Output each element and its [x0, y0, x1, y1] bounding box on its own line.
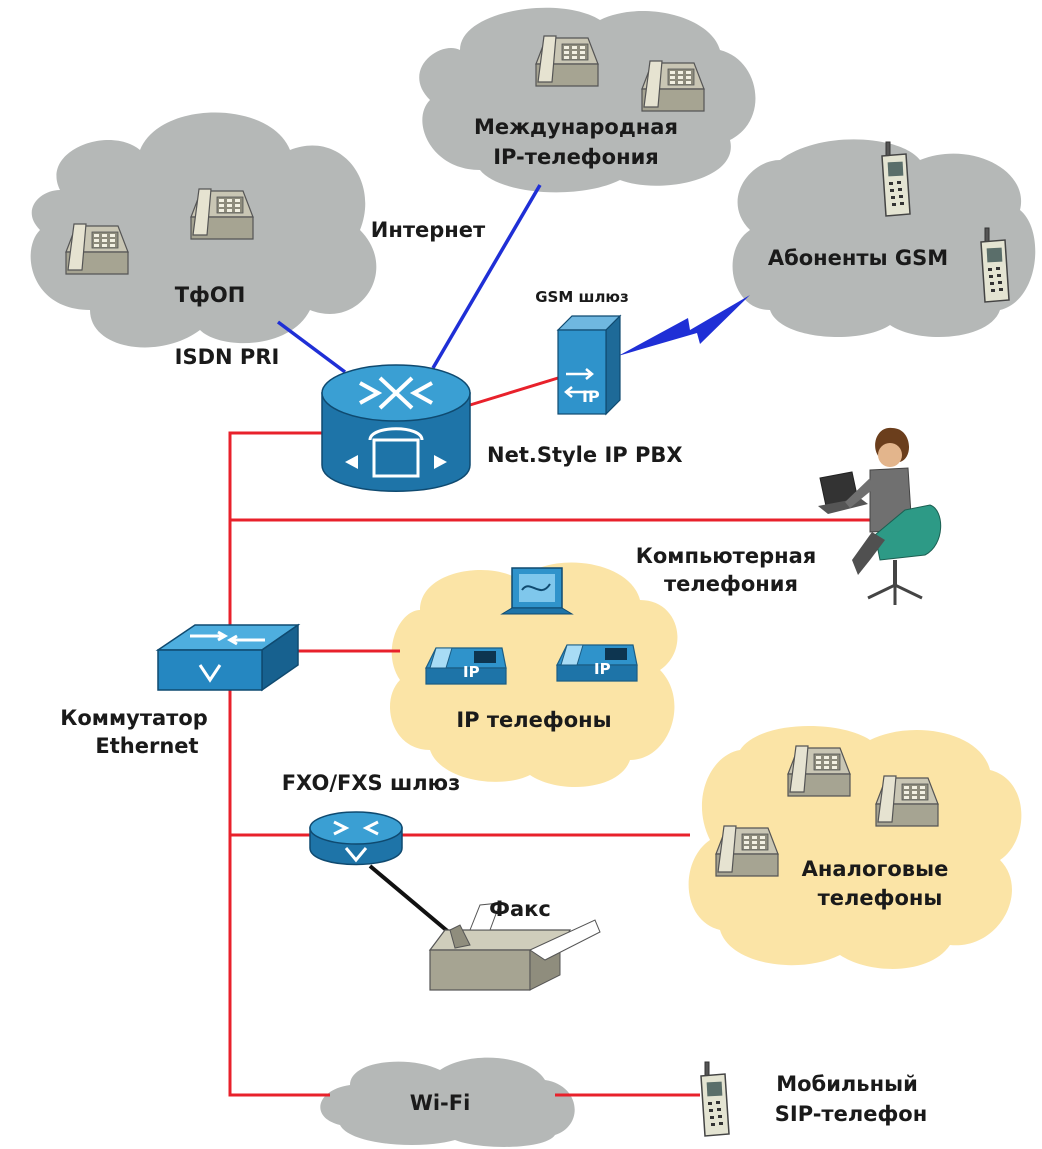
analog-phone-icon [787, 745, 851, 797]
intl-phone-icon [535, 35, 599, 87]
analog-phones-label-2: телефоны [818, 886, 943, 910]
pstn-label: ТфОП [175, 283, 246, 307]
sip-mobile-icon [700, 1061, 730, 1137]
ip-pbx-router-icon [321, 364, 471, 492]
analog-phone-icon [715, 825, 779, 877]
gsm-radio-link [618, 295, 750, 356]
wifi-cloud [320, 1057, 575, 1147]
pc-monitor-icon [500, 567, 574, 615]
mobile-sip-phone-label-2: SIP-телефон [775, 1102, 928, 1126]
analog-phone-icon [875, 775, 939, 827]
wifi-label: Wi-Fi [410, 1091, 471, 1115]
gsm-gateway-icon: IP [556, 314, 622, 416]
ip-phones-label: IP телефоны [456, 708, 611, 732]
fax-label: Факс [489, 897, 551, 921]
isdn-pri-label: ISDN PRI [175, 345, 280, 369]
international-ip-telephony-label-2: IP-телефония [493, 145, 659, 169]
gsm-cloud [732, 139, 1036, 337]
intl-cloud [419, 7, 756, 193]
analog-phones-label-1: Аналоговые [802, 857, 949, 881]
mobile-sip-phone-label-1: Мобильный [776, 1072, 918, 1096]
ip-phone-badge: IP [594, 660, 611, 678]
international-ip-telephony-label-1: Международная [474, 115, 678, 139]
computer-telephony-label-1: Компьютерная [636, 544, 817, 568]
fax-icon [428, 902, 601, 991]
ip-phone-badge: IP [463, 663, 480, 681]
ethernet-switch-label-1: Коммутатор [60, 706, 208, 730]
intl-phone-icon [641, 60, 705, 112]
analog-cloud [688, 726, 1022, 969]
gsm-subscribers-label: Абоненты GSM [768, 246, 948, 270]
computer-telephony-icon [818, 427, 942, 605]
ip-phones-cloud [390, 562, 678, 787]
fxo-fxs-gateway-icon [309, 811, 403, 866]
ethernet-switch-icon [155, 623, 301, 692]
wan-links [276, 184, 542, 374]
ethernet-switch-label-2: Ethernet [95, 734, 198, 758]
pstn-phone-icon [190, 188, 254, 240]
gsm-gateway-label: GSM шлюз [535, 288, 628, 306]
pstn-phone-icon [65, 223, 129, 275]
ip-pbx-label: Net.Style IP PBX [487, 443, 683, 467]
fxo-fxs-gateway-label: FXO/FXS шлюз [282, 771, 461, 795]
lan-links [228, 376, 870, 1097]
computer-telephony-label-2: телефония [664, 572, 798, 596]
gsm-gateway-ip-badge: IP [582, 387, 600, 406]
internet-label: Интернет [371, 218, 486, 242]
